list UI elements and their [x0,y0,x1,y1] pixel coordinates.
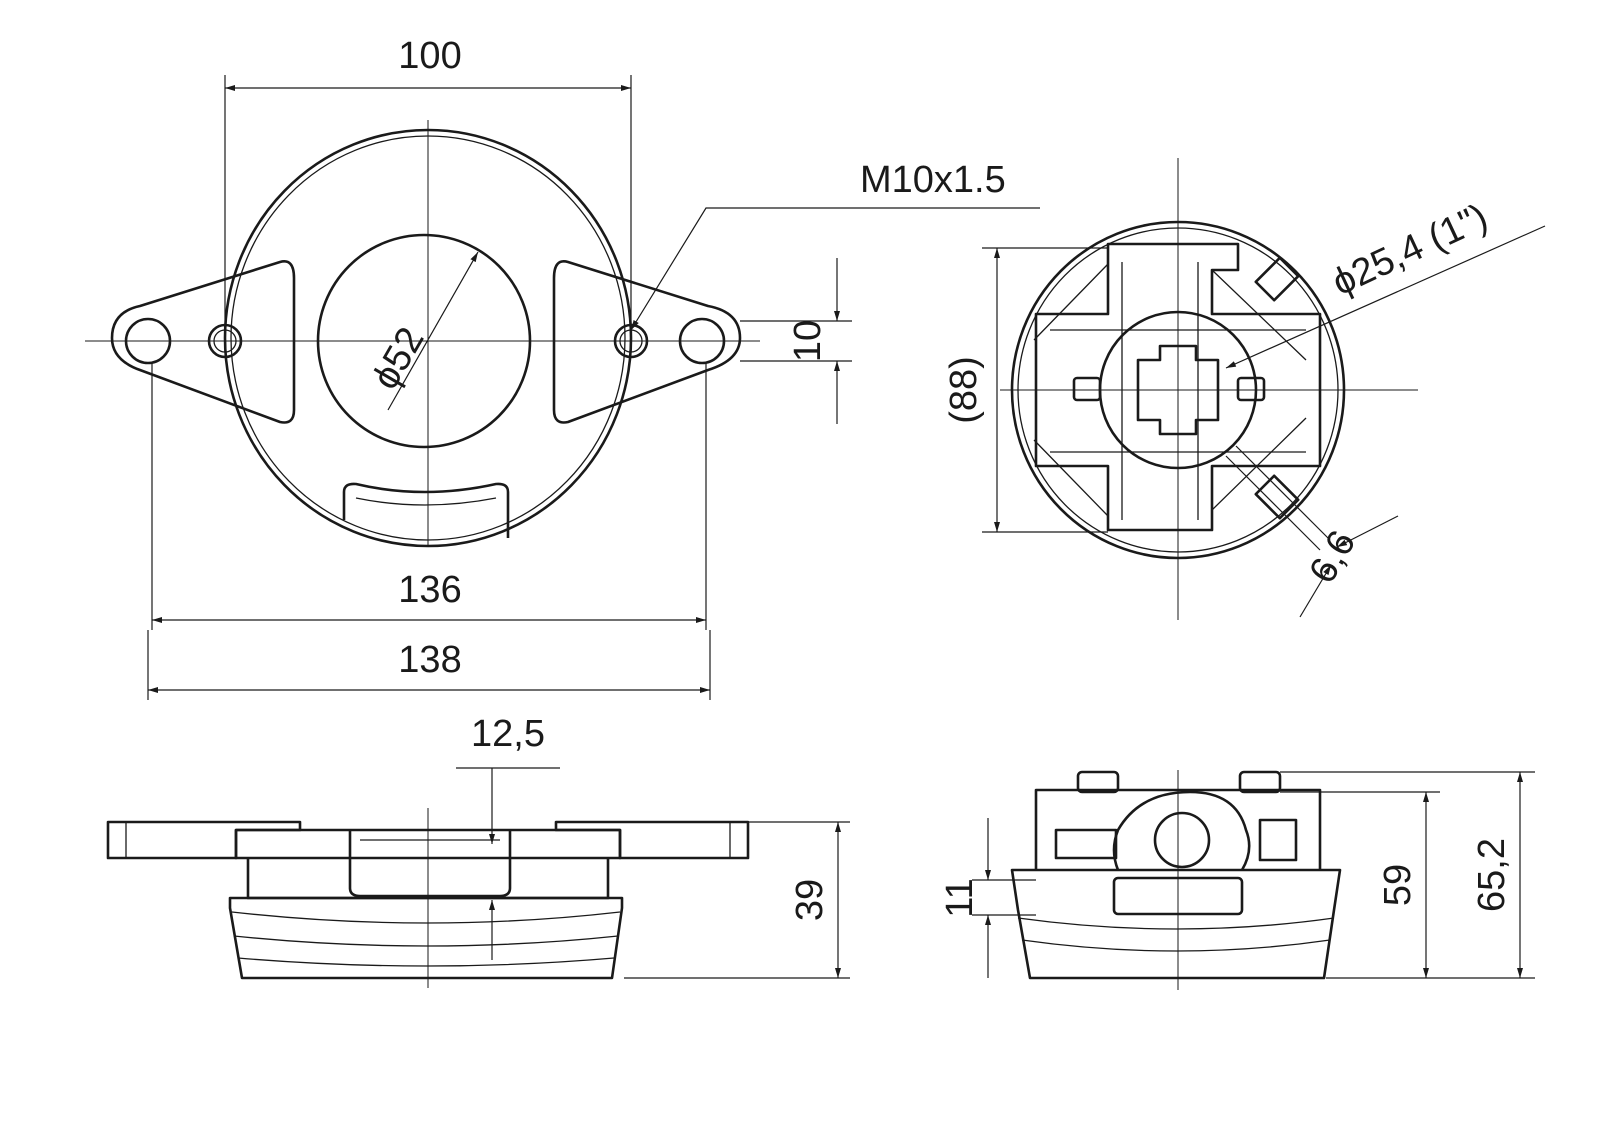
right-lug [552,260,742,424]
cross-bracket [1034,242,1322,532]
front-body [228,896,624,980]
dim-inner-span-label: 136 [398,569,461,611]
dim-body-height-label: 39 [789,879,831,921]
dim-slot-height-label: 10 [787,320,829,362]
dim-height-mid: 59 [1280,791,1440,979]
dim-bore-diameter: ϕ52 [364,251,479,411]
dim-offset-height-label: 11 [939,878,981,917]
side-view [1010,770,1342,990]
dim-flange-thickness-label: 12,5 [471,713,545,755]
side-tab-left [1076,770,1120,794]
bottom-notch-inner [355,497,497,506]
splined-bore [1136,344,1220,436]
front-left-flange [106,820,302,860]
dim-slot-height: 10 [740,258,852,424]
side-left-bracket [1054,828,1118,860]
dim-height-total: 65,2 [1280,771,1535,979]
front-view [106,808,750,988]
side-shaft-hole [1153,811,1211,869]
side-clamp-ring [1112,790,1251,871]
top-view [85,120,760,548]
dim-bore-diameter-label: ϕ52 [364,320,432,396]
bottom-notch [342,482,510,538]
dim-thread-label: M10x1.5 [860,159,1006,201]
left-lug [110,260,296,424]
tab-upper-right [1254,256,1300,302]
dim-thread: M10x1.5 [630,159,1040,331]
key-left [1072,376,1102,402]
dim-height-total-label: 65,2 [1471,838,1513,912]
dim-shaft-diameter: ϕ25,4 (1") [1225,196,1546,369]
dim-shaft-diameter-label: ϕ25,4 (1") [1326,196,1494,304]
dim-flange-thickness: 12,5 [456,713,560,960]
front-center-pocket [348,830,512,898]
tab-lower-right [1254,474,1300,520]
dim-offset-height: 11 [939,818,1036,978]
dim-top-width-label: 100 [398,35,461,77]
dim-height-reference-label: (88) [943,356,985,424]
end-view [1000,158,1418,620]
front-right-flange [554,820,750,860]
dim-inner-span: 136 [151,362,707,630]
dim-height-mid-label: 59 [1377,864,1419,906]
key-right [1236,376,1266,402]
side-tab-right [1238,770,1282,794]
side-body [1010,868,1342,980]
side-right-bracket [1258,818,1298,862]
dim-outer-span: 138 [147,630,711,700]
dim-body-height: 39 [624,821,850,979]
dim-top-width: 100 [224,35,632,341]
dim-wall-thickness-label: 6,6 [1301,524,1364,591]
dim-height-reference: (88) [943,247,1108,533]
dim-outer-span-label: 138 [398,639,461,681]
